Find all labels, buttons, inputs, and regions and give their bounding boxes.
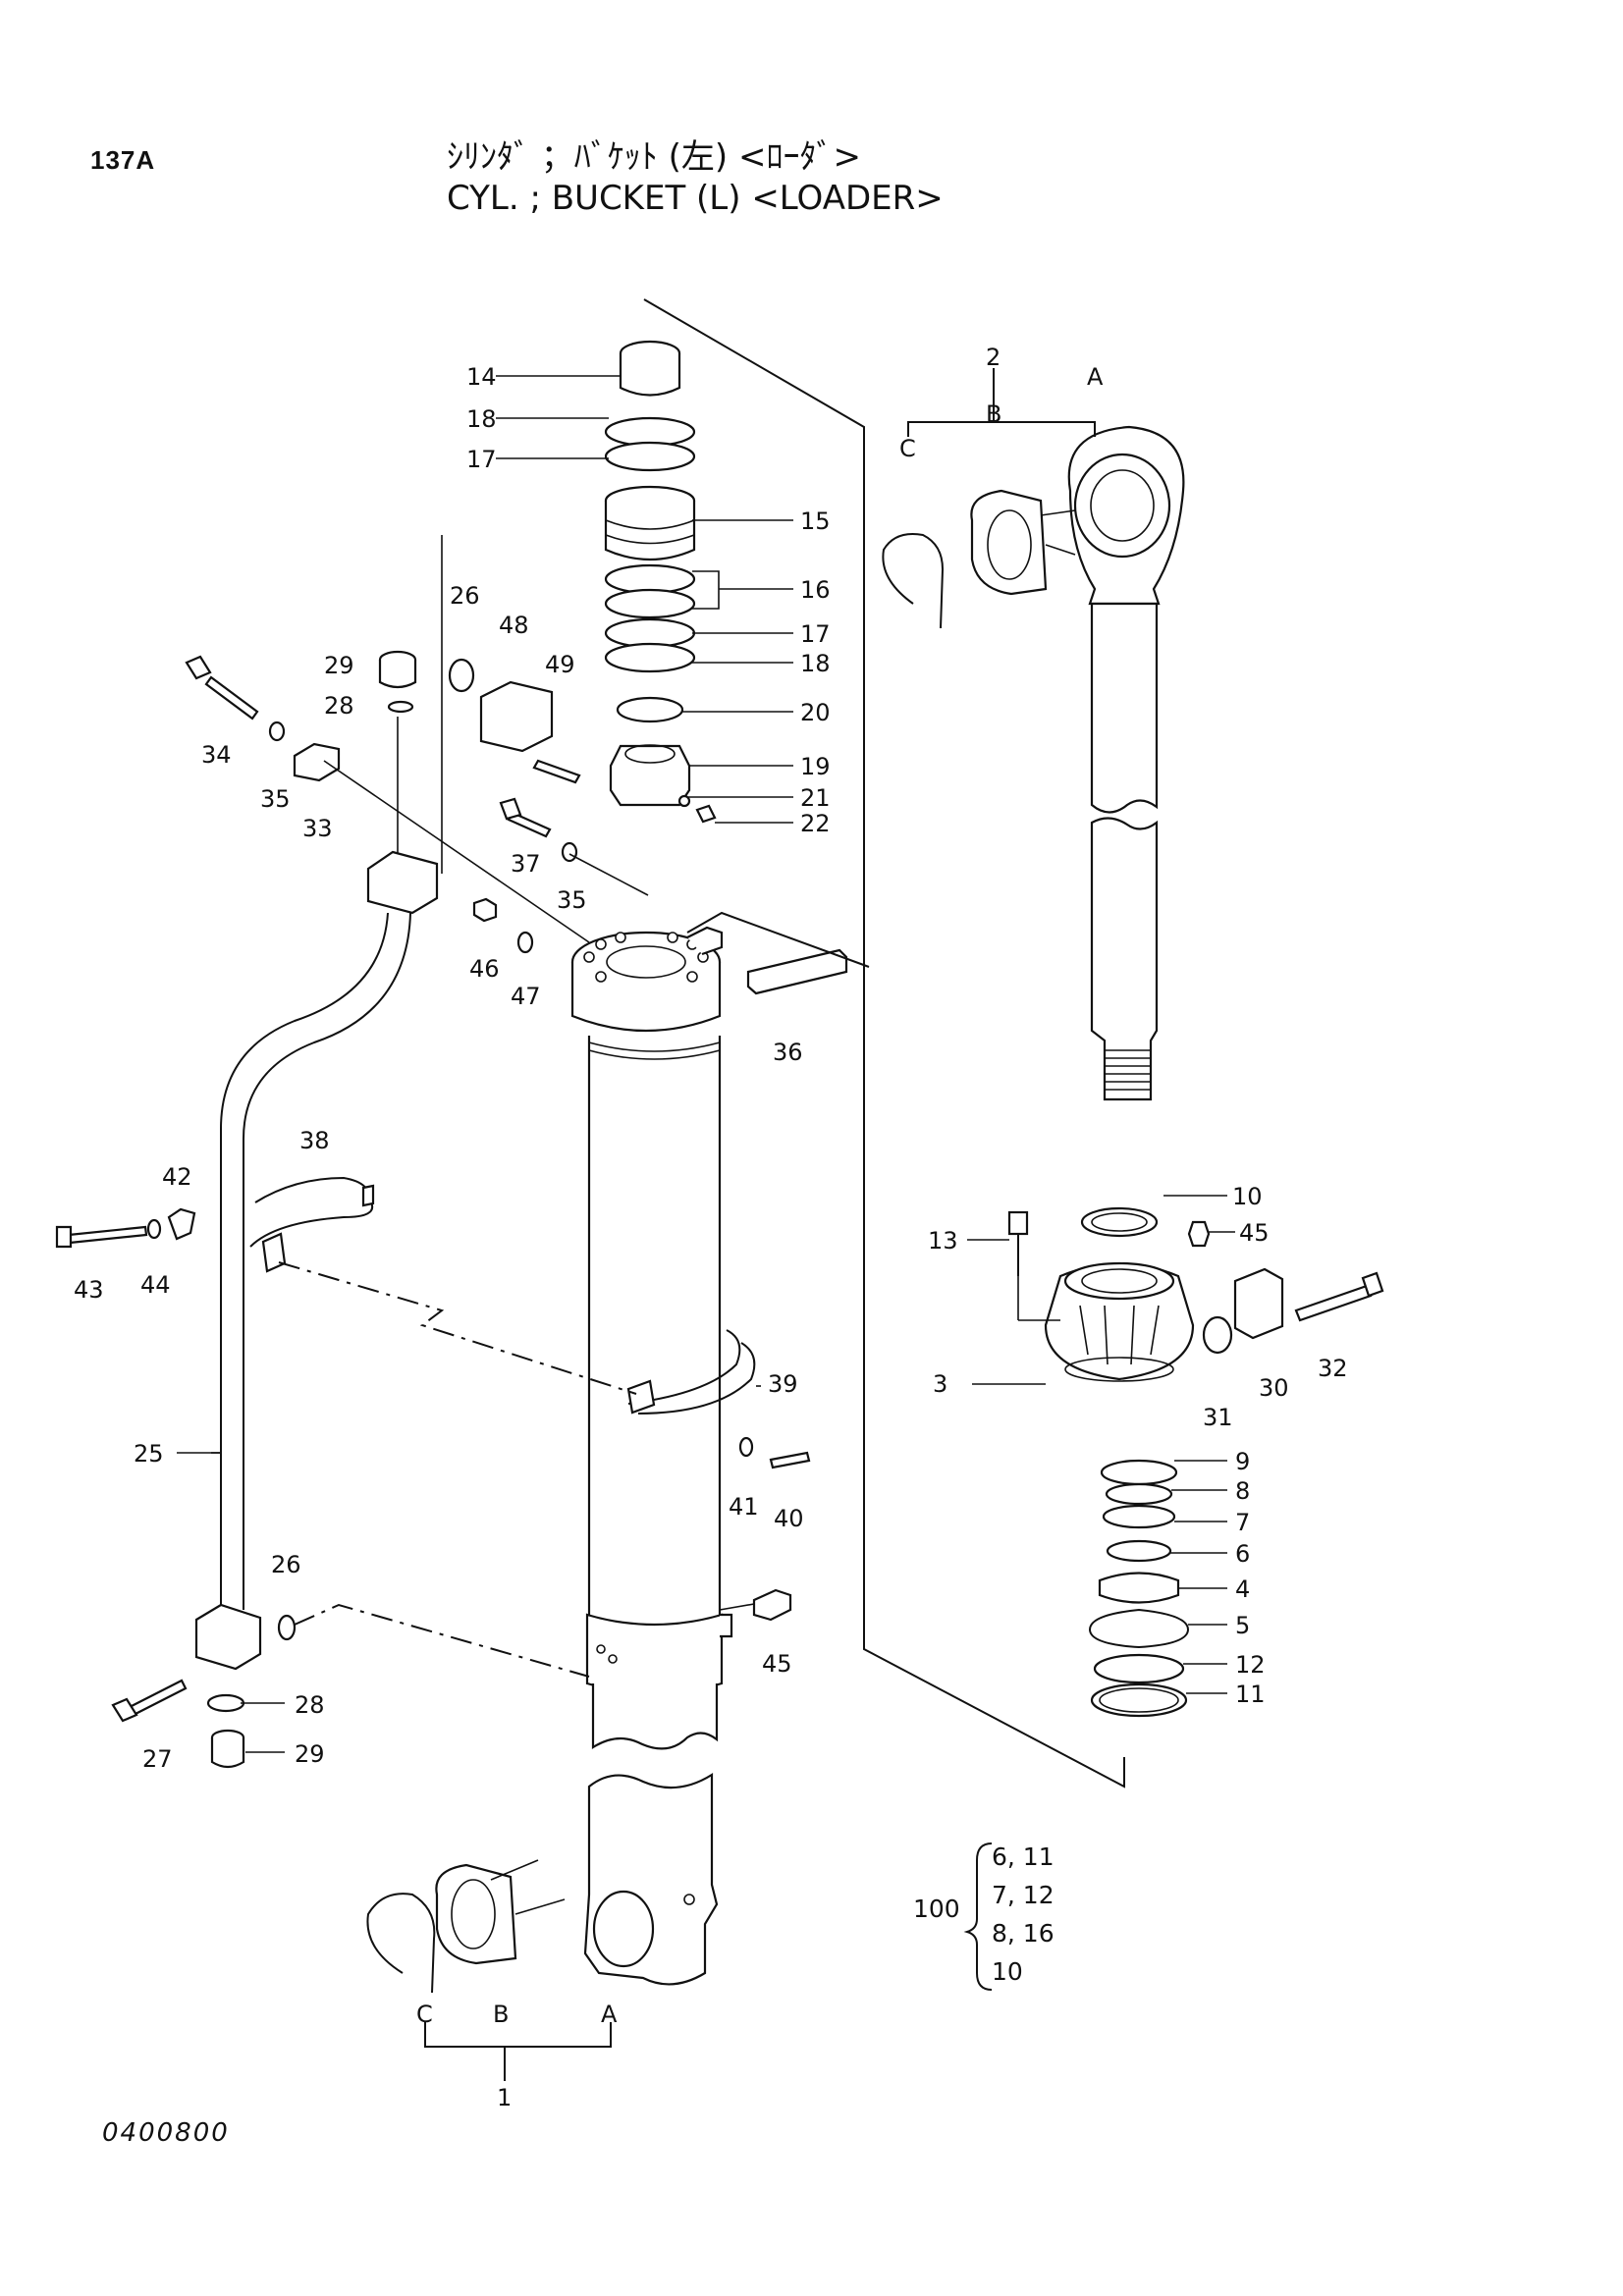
callout-17a: 17 [466, 446, 497, 473]
kit-item: 10 [992, 1957, 1023, 1986]
callout-2: 2 [986, 344, 1001, 371]
callout-28b: 28 [295, 1691, 325, 1719]
kit-item: 8, 16 [992, 1919, 1055, 1948]
callout-rod-a: A [1087, 363, 1104, 391]
callout-tube-c: C [416, 2001, 433, 2028]
callout-36: 36 [773, 1039, 803, 1066]
piston-assembly [604, 340, 717, 824]
callout-44: 44 [140, 1271, 171, 1299]
kit-brace [963, 1842, 993, 1991]
callout-21: 21 [800, 784, 831, 812]
callout-45a: 45 [762, 1650, 792, 1678]
callout-rod-c: C [899, 435, 916, 462]
callout-16: 16 [800, 576, 831, 604]
kit-item: 7, 12 [992, 1881, 1055, 1909]
kit-items: 6, 11 7, 12 8, 16 10 [992, 1838, 1055, 1991]
callout-10: 10 [1232, 1183, 1263, 1210]
callout-45b: 45 [1239, 1219, 1270, 1247]
callout-15: 15 [800, 507, 831, 535]
callout-25: 25 [134, 1440, 164, 1468]
callout-8: 8 [1235, 1477, 1250, 1505]
callout-29b: 29 [295, 1740, 325, 1768]
title-english: CYL. ; BUCKET (L) <LOADER> [447, 179, 944, 218]
callout-35b: 35 [557, 886, 587, 914]
callout-7: 7 [1235, 1509, 1250, 1536]
callout-26b: 26 [271, 1551, 301, 1578]
callout-38: 38 [299, 1127, 330, 1154]
callout-34: 34 [201, 741, 232, 769]
callout-14: 14 [466, 363, 497, 391]
callout-18b: 18 [800, 650, 831, 677]
callout-41: 41 [729, 1493, 759, 1521]
callout-28a: 28 [324, 692, 354, 720]
kit-number: 100 [913, 1895, 960, 1923]
callout-42: 42 [162, 1163, 192, 1191]
callout-40: 40 [774, 1505, 804, 1532]
callout-32: 32 [1318, 1355, 1348, 1382]
piping [55, 650, 848, 1769]
rod-assembly [882, 425, 1384, 1718]
callout-20: 20 [800, 699, 831, 726]
callout-9: 9 [1235, 1448, 1250, 1475]
callout-29a: 29 [324, 652, 354, 679]
callout-30: 30 [1259, 1374, 1289, 1402]
callout-labels: 14 18 17 15 16 17 18 20 19 21 22 26 48 4… [74, 344, 1348, 2111]
callout-48: 48 [499, 612, 529, 639]
callout-17b: 17 [800, 620, 831, 648]
callout-tube-b: B [493, 2001, 509, 2028]
callout-27: 27 [142, 1745, 173, 1773]
callout-13: 13 [928, 1227, 958, 1255]
callout-26a: 26 [450, 582, 480, 610]
callout-1: 1 [497, 2084, 512, 2111]
callout-5: 5 [1235, 1612, 1250, 1639]
callout-tube-a: A [601, 2001, 618, 2028]
callout-4: 4 [1235, 1575, 1250, 1603]
callout-33: 33 [302, 815, 333, 842]
callout-37: 37 [511, 850, 541, 878]
callout-rod-b: B [986, 400, 1001, 428]
callout-31: 31 [1203, 1404, 1233, 1431]
callout-18a: 18 [466, 405, 497, 433]
callout-43: 43 [74, 1276, 104, 1304]
page-number: 137A [90, 145, 156, 175]
callout-22: 22 [800, 810, 831, 837]
drawing-code: 0400800 [102, 2118, 230, 2148]
callout-49: 49 [545, 651, 575, 678]
callout-6: 6 [1235, 1540, 1250, 1568]
callout-12: 12 [1235, 1651, 1266, 1679]
callout-35a: 35 [260, 785, 291, 813]
callout-39: 39 [768, 1370, 798, 1398]
kit-item: 6, 11 [992, 1842, 1055, 1871]
callout-47: 47 [511, 983, 541, 1010]
cylinder-tube [366, 926, 733, 1994]
callout-11: 11 [1235, 1681, 1266, 1708]
leader-lines [177, 298, 1235, 2081]
title-japanese: ｼﾘﾝﾀﾞ ；ﾊﾞｹｯﾄ (左) <ﾛｰﾀﾞ> [447, 137, 861, 177]
callout-46: 46 [469, 955, 500, 983]
callout-3: 3 [933, 1370, 947, 1398]
callout-19: 19 [800, 753, 831, 780]
